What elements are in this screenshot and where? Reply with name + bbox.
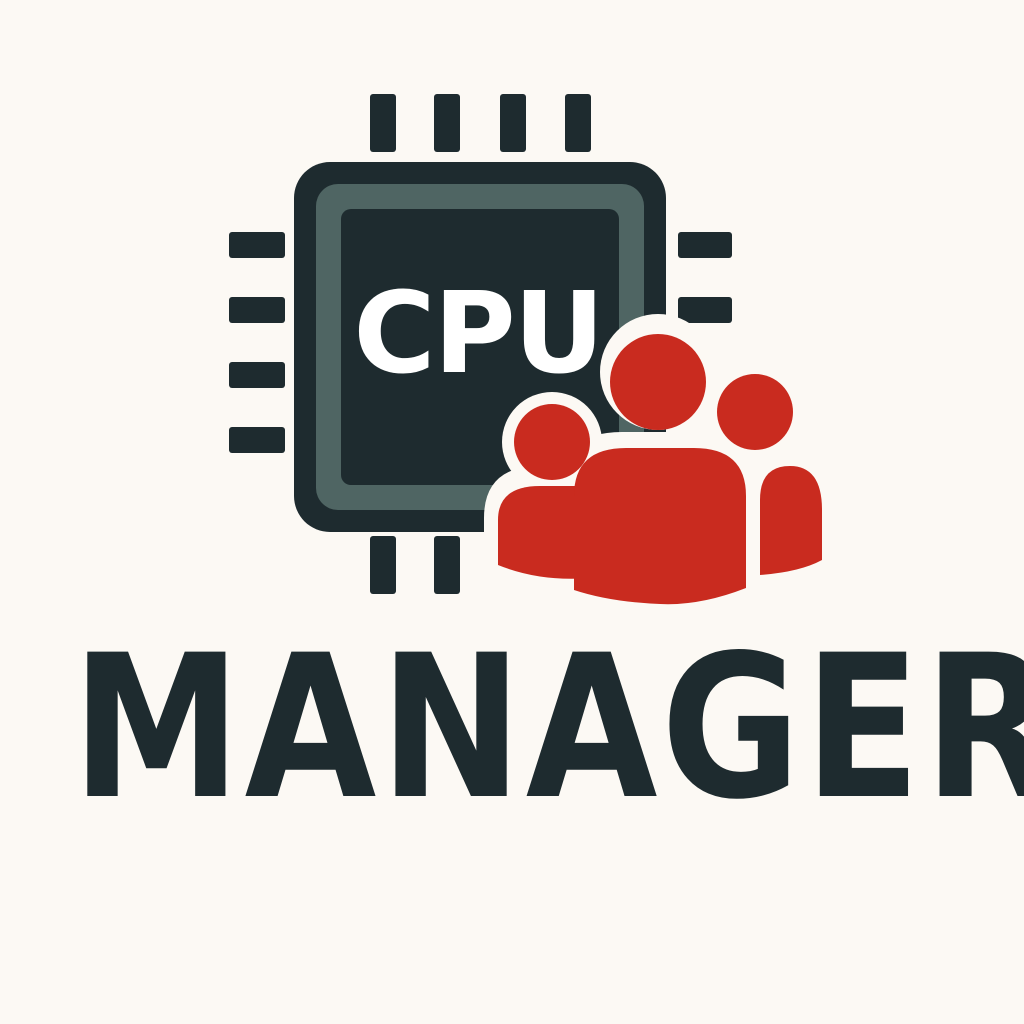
user-right-icon (717, 374, 822, 575)
chip-pins-left (229, 232, 285, 453)
chip-pins-top (370, 94, 591, 152)
user-center-icon (574, 334, 746, 605)
wordmark: MANAGER (71, 612, 1024, 843)
chip-pins-bottom (370, 536, 460, 594)
user-group-icon (484, 314, 838, 620)
chip-pins-right (678, 232, 732, 323)
chip-label: CPU (353, 269, 602, 399)
user-left-icon (498, 404, 590, 579)
